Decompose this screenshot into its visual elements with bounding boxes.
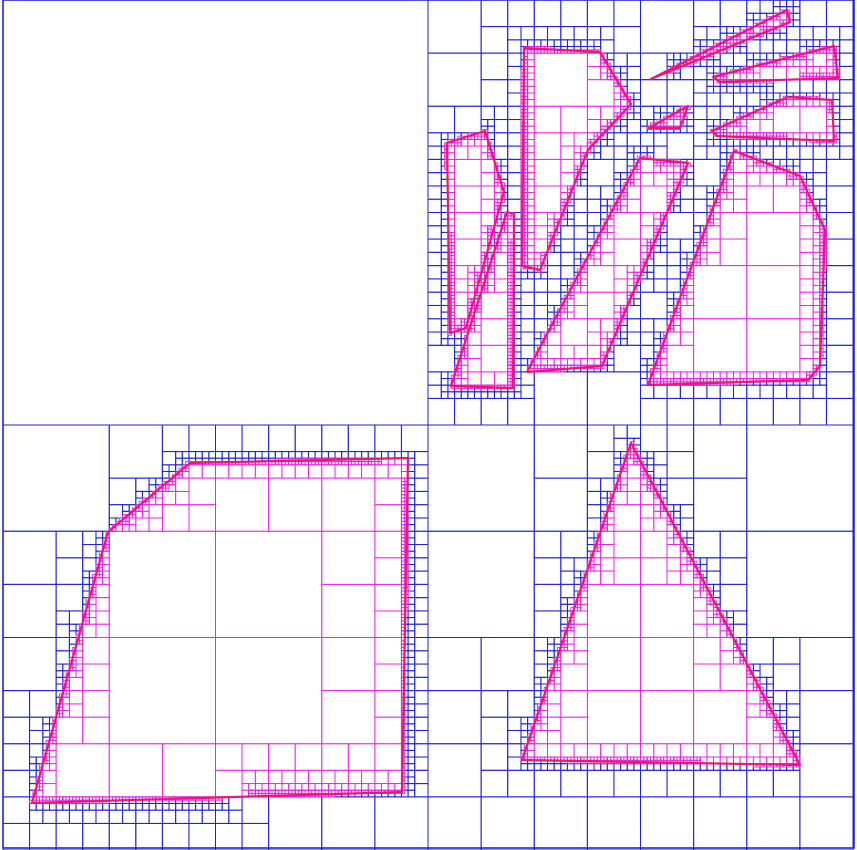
outer-cell: [799, 796, 854, 850]
inner-cell: [603, 129, 608, 134]
